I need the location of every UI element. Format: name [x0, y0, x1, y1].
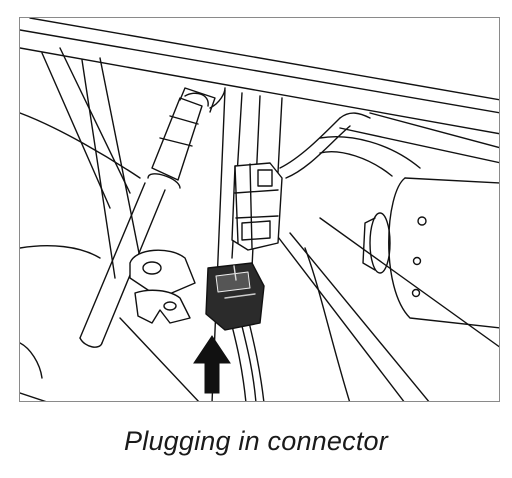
- left-struts: [20, 47, 141, 379]
- frame-rails: [20, 18, 499, 164]
- technical-illustration: [19, 17, 500, 402]
- lower-frame: [20, 247, 351, 401]
- cable: [229, 112, 371, 401]
- motor-housing: [319, 136, 499, 329]
- connector-plug: [205, 262, 265, 331]
- arrow-up-icon: [193, 335, 231, 394]
- illustration-canvas: [20, 18, 499, 401]
- figure-caption: Plugging in connector: [124, 426, 388, 456]
- connector-socket: [231, 162, 283, 251]
- bracket-plate: [129, 249, 196, 324]
